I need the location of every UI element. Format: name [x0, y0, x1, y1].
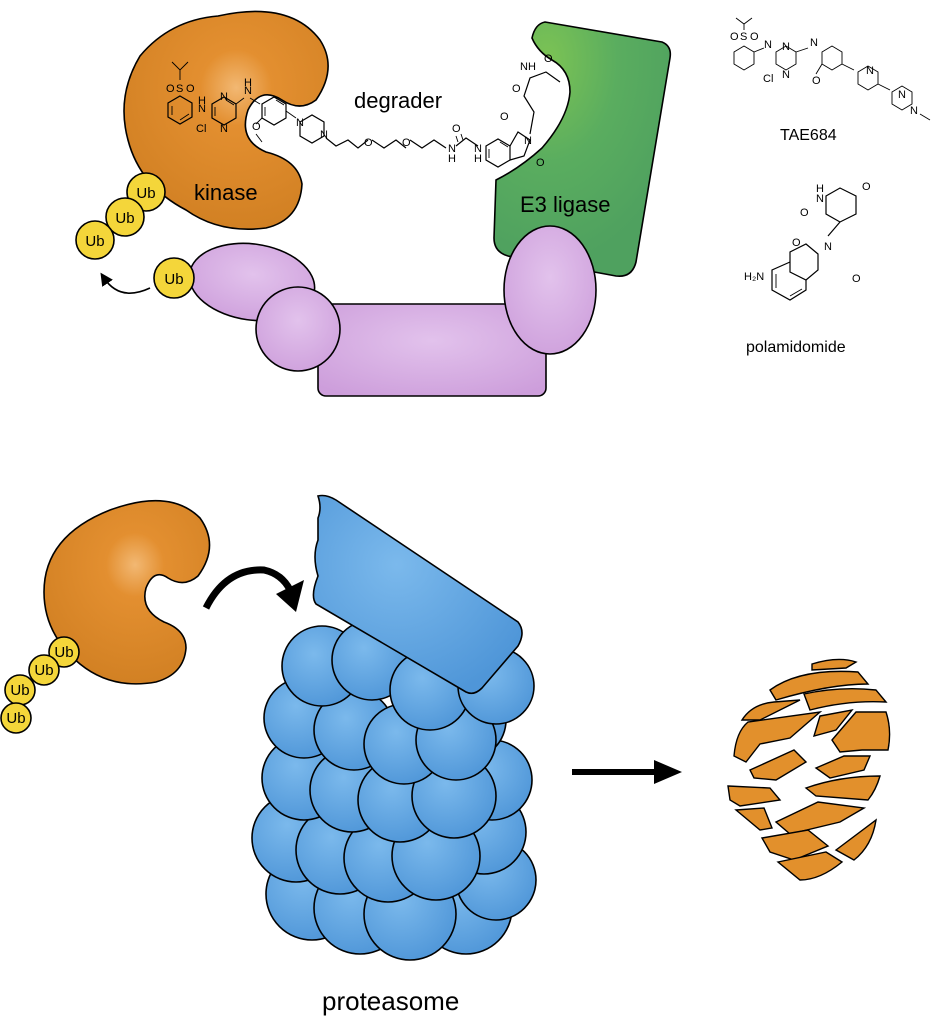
label-e3-ligase: E3 ligase	[520, 192, 611, 217]
svg-text:O: O	[792, 237, 801, 249]
atom-H2N: H₂N	[744, 271, 764, 283]
e3-ligase-shape	[493, 21, 672, 278]
svg-text:O: O	[812, 75, 821, 87]
atom-O: O	[544, 53, 553, 65]
svg-text:N: N	[898, 89, 906, 101]
ub-bead	[153, 257, 195, 299]
svg-text:N: N	[816, 193, 824, 205]
ubiquitin-chain-bottom: Ub Ub Ub Ub	[0, 636, 80, 734]
ub-label: Ub	[85, 233, 104, 250]
atom-H: H	[244, 77, 252, 89]
curved-arrow-head	[276, 580, 304, 612]
svg-text:Ub: Ub	[54, 644, 73, 661]
atom-N: N	[524, 135, 532, 147]
ub-label: Ub	[164, 271, 183, 288]
svg-text:O: O	[852, 273, 861, 285]
atom-O: O	[536, 157, 545, 169]
svg-text:Ub: Ub	[10, 682, 29, 699]
svg-text:Ub: Ub	[6, 710, 25, 727]
atom-N: N	[474, 143, 482, 155]
degrader-molecule: O S O H N Cl N N N H O N N O O N H O	[166, 53, 561, 169]
transfer-arrow	[100, 272, 151, 294]
adaptor-circle	[255, 286, 341, 372]
label-tae684: TAE684	[780, 127, 837, 144]
atom-O: O	[402, 137, 411, 149]
e3-complex-scaffold	[188, 242, 547, 397]
ub-bead	[0, 702, 32, 734]
svg-text:N: N	[810, 37, 818, 49]
ub-bead	[105, 197, 145, 237]
svg-text:S: S	[740, 31, 747, 43]
kinase-ubiquitinated	[43, 499, 211, 685]
proteasome	[251, 494, 537, 961]
label-degrader: degrader	[354, 88, 442, 113]
svg-text:O: O	[730, 31, 739, 43]
ubiquitin-chain-top: Ub Ub Ub	[75, 172, 166, 260]
svg-text:O: O	[800, 207, 809, 219]
label-kinase: kinase	[194, 180, 258, 205]
atom-N: N	[244, 85, 252, 97]
ub-label: Ub	[136, 185, 155, 202]
atom-N: N	[296, 117, 304, 129]
label-polamidomide: polamidomide	[746, 339, 846, 356]
proteasome-lid	[312, 494, 523, 695]
svg-text:H: H	[816, 183, 824, 195]
ubiquitin-transfer: Ub	[100, 257, 195, 299]
straight-arrow-head	[654, 760, 682, 784]
atom-S: S	[176, 83, 183, 95]
svg-text:O: O	[862, 181, 871, 193]
svg-text:Ub: Ub	[34, 662, 53, 679]
atom-N: N	[198, 103, 206, 115]
atom-O: O	[364, 137, 373, 149]
atom-H: H	[448, 153, 456, 165]
svg-text:O: O	[750, 31, 759, 43]
rbx-ellipse	[503, 225, 597, 355]
atom-O: O	[512, 83, 521, 95]
atom-O: O	[452, 123, 461, 135]
atom-H: H	[474, 153, 482, 165]
ub-bead	[75, 220, 115, 260]
atom-N: N	[220, 123, 228, 135]
atom-HN: H	[198, 95, 206, 107]
svg-text:N: N	[764, 39, 772, 51]
tae684-structure: O S O N Cl N N N O N N N	[730, 17, 931, 121]
atom-N: N	[220, 91, 228, 103]
atom-Cl: Cl	[196, 123, 206, 135]
svg-text:Cl: Cl	[763, 73, 773, 85]
curved-arrow-to-proteasome	[202, 566, 294, 610]
kinase-shape	[123, 10, 329, 230]
atom-O: O	[166, 83, 175, 95]
ub-bead	[48, 636, 80, 668]
atom-O: O	[252, 121, 261, 133]
svg-text:N: N	[824, 241, 832, 253]
atom-N: N	[320, 129, 328, 141]
atom-NH: NH	[520, 61, 536, 73]
svg-text:N: N	[782, 69, 790, 81]
ub-label: Ub	[115, 210, 134, 227]
atom-O: O	[186, 83, 195, 95]
atom-O: O	[500, 111, 509, 123]
degraded-fragments	[727, 658, 891, 881]
atom-N: N	[448, 143, 456, 155]
polamidomide-structure: H N O O N O O H₂N	[744, 181, 871, 301]
label-proteasome: proteasome	[322, 986, 459, 1016]
ub-bead	[28, 654, 60, 686]
svg-text:N: N	[866, 65, 874, 77]
svg-text:N: N	[782, 41, 790, 53]
svg-text:N: N	[910, 105, 918, 117]
